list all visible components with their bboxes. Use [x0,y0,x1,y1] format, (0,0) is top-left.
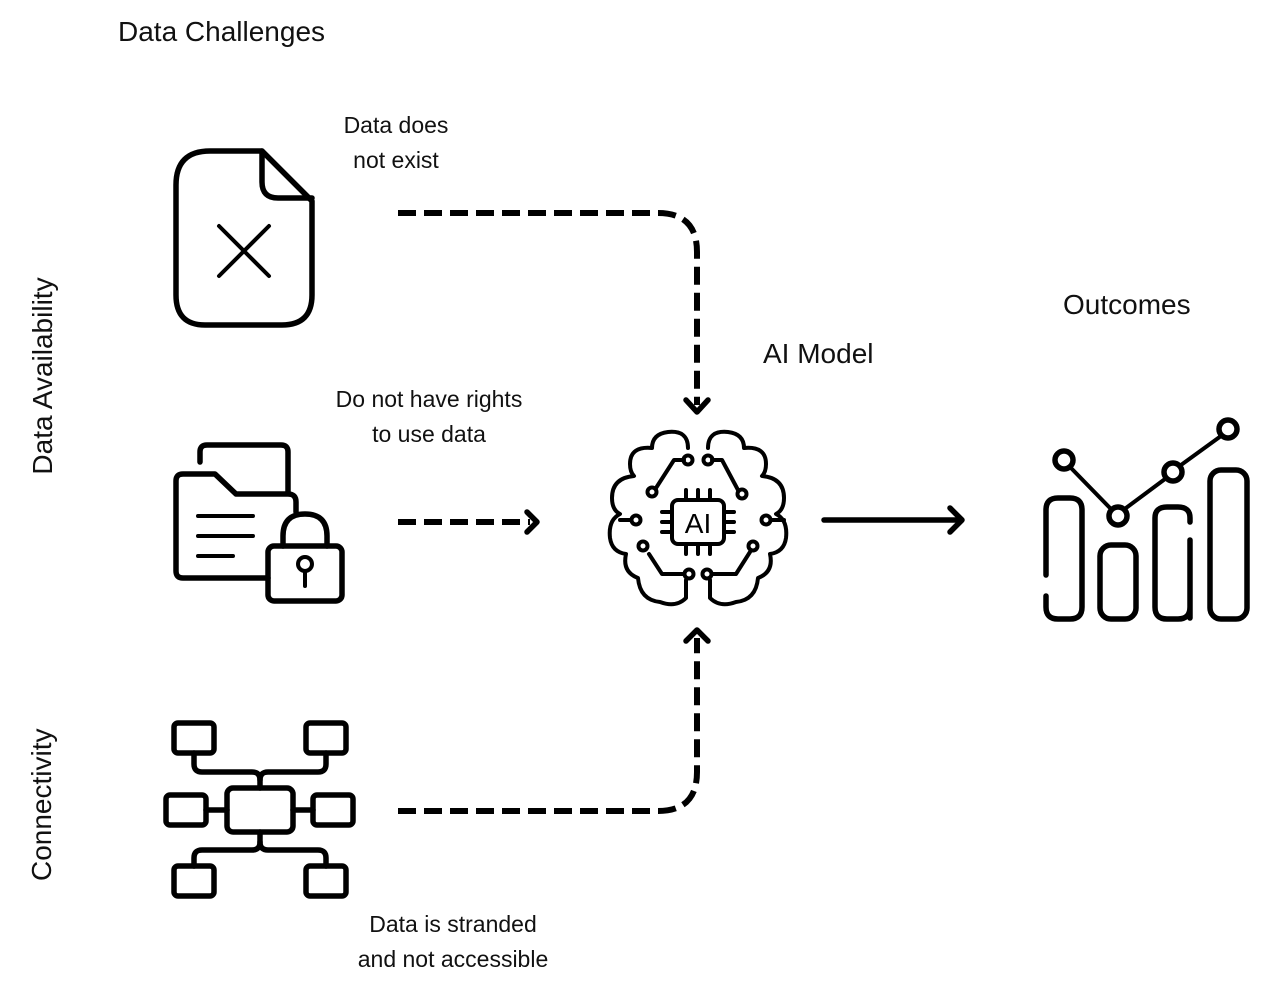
caption-line: Do not have rights [335,386,523,412]
caption-data-does-not-exist: Data does not exist [296,108,496,178]
caption-no-rights: Do not have rights to use data [309,382,549,452]
connector-middle-to-ai [398,509,540,535]
locked-folder-icon [173,442,345,604]
outcomes-label: Outcomes [1063,289,1191,320]
arrow-ai-to-outcomes [821,505,965,535]
file-x-icon [173,148,315,328]
caption-data-stranded: Data is stranded and not accessible [333,907,573,977]
bar-line-chart-icon [1043,417,1250,622]
caption-line: Data is stranded [369,911,537,937]
caption-line: to use data [372,421,486,447]
caption-line: and not accessible [357,946,549,972]
section-title: Data Challenges [118,16,326,47]
connector-bottom-to-ai [398,627,711,814]
caption-line: not exist [353,147,439,173]
caption-line: Data does [343,112,449,138]
ai-chip-text: AI [685,508,711,539]
ai-model-label: AI Model [763,338,874,369]
network-hierarchy-icon [163,720,356,899]
connector-top-to-ai [398,210,711,415]
ai-brain-icon: AI [607,429,789,607]
